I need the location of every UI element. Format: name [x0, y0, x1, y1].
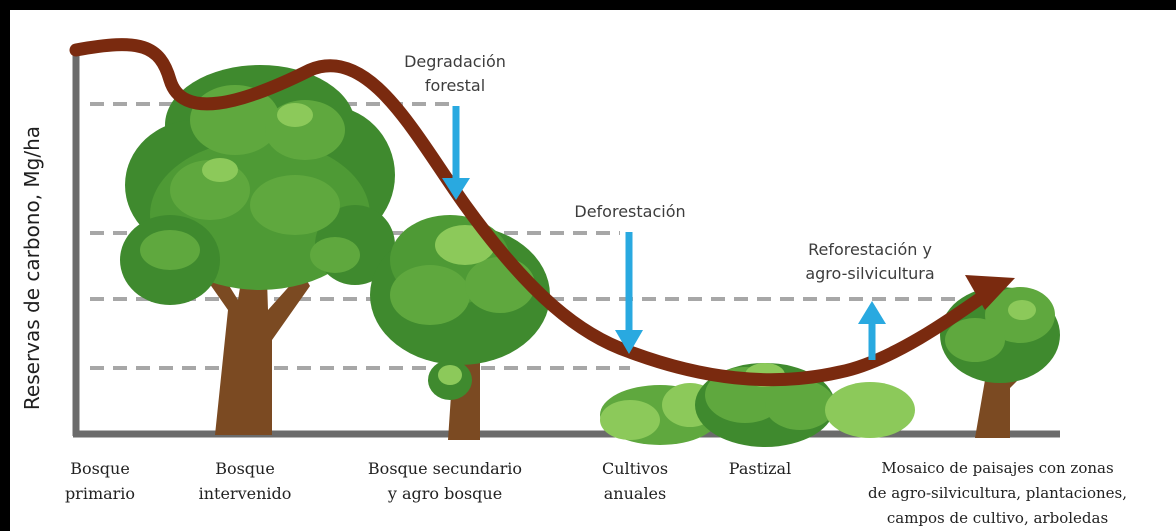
medium-tree-illustration: [370, 215, 550, 440]
category-bosque-intervenido: Bosque intervenido: [180, 456, 310, 506]
carbon-stock-diagram: [69, 38, 1060, 447]
category-bosque-secundario: Bosque secundario y agro bosque: [340, 456, 550, 506]
annotation-reforestation: Reforestación y agro-silvicultura: [775, 238, 965, 286]
annotation-line2: forestal: [424, 76, 486, 95]
large-tree-illustration: [120, 65, 395, 435]
annotation-line1: Degradación: [404, 52, 506, 71]
y-axis-label: Reservas de carbono, Mg/ha: [20, 125, 44, 411]
annotation-line2: agro-silvicultura: [805, 264, 935, 283]
diagram-frame: Reservas de carbono, Mg/ha Degradación f…: [10, 10, 1176, 531]
annotation-line1: Deforestación: [574, 202, 686, 221]
annotation-degradation: Degradación forestal: [380, 50, 530, 98]
category-line1: Cultivos: [601, 459, 669, 478]
deforestation-arrow: [615, 232, 643, 354]
annotation-deforestation: Deforestación: [555, 200, 705, 224]
category-line2: de agro-silvicultura, plantaciones,: [867, 484, 1128, 502]
small-tree-illustration: [940, 287, 1060, 438]
category-line1: Bosque: [70, 459, 130, 478]
category-bosque-primario: Bosque primario: [45, 456, 155, 506]
annotation-line1: Reforestación y: [808, 240, 932, 259]
category-line1: Mosaico de paisajes con zonas: [881, 459, 1114, 477]
degradation-arrow: [442, 106, 470, 200]
curve-arrowhead: [965, 275, 1015, 310]
category-mosaico: Mosaico de paisajes con zonas de agro-si…: [825, 456, 1170, 531]
category-line1: Bosque: [215, 459, 275, 478]
category-line2: anuales: [603, 484, 667, 503]
category-line2: intervenido: [198, 484, 292, 503]
category-line3: campos de cultivo, arboledas: [886, 509, 1109, 527]
category-line2: primario: [64, 484, 136, 503]
category-line2: y agro bosque: [387, 484, 503, 503]
carbon-stock-curve: [69, 38, 1002, 387]
category-line1: Pastizal: [728, 459, 792, 478]
category-cultivos-anuales: Cultivos anuales: [580, 456, 690, 506]
reforestation-arrow: [858, 301, 886, 360]
category-pastizal: Pastizal: [710, 456, 810, 481]
category-line1: Bosque secundario: [367, 459, 523, 478]
